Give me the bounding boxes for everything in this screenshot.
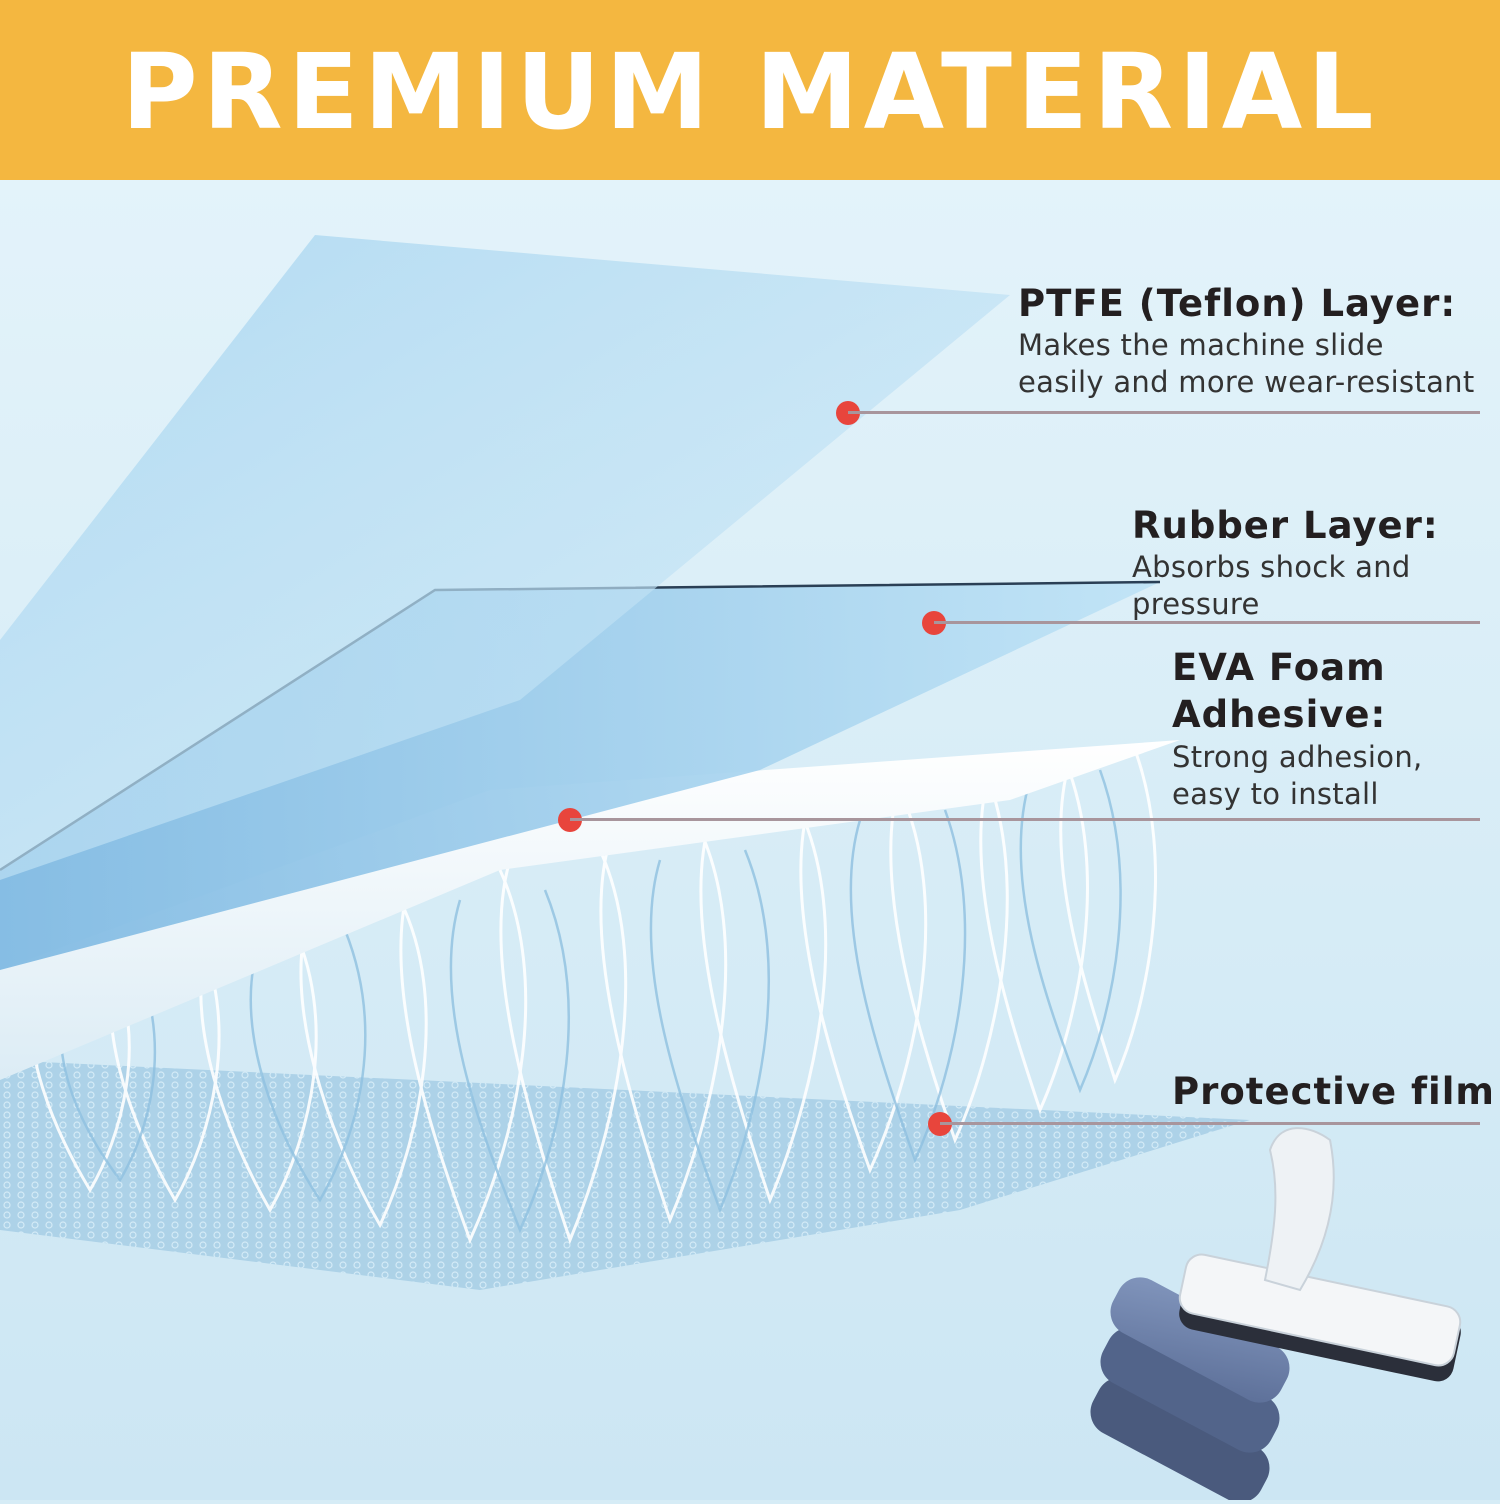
label-eva-foam-adhesive: EVA Foam Adhesive: Strong adhesion, easy… bbox=[1172, 644, 1423, 813]
banner-title: PREMIUM MATERIAL bbox=[121, 31, 1379, 153]
layers-illustration bbox=[0, 180, 1500, 1503]
eva-foam-title-line-2: Adhesive: bbox=[1172, 693, 1387, 737]
ptfe-layer-sheet bbox=[0, 235, 1010, 880]
eva-foam-title-line-1: EVA Foam bbox=[1172, 646, 1386, 689]
protective-film-strip bbox=[1178, 1253, 1462, 1367]
rubber-layer-desc-line-2: pressure bbox=[1132, 587, 1260, 622]
pad-stack-middle bbox=[1100, 1327, 1280, 1453]
ptfe-layer-desc-line-1: Makes the machine slide bbox=[1018, 328, 1384, 363]
rubber-layer-leader-line bbox=[934, 621, 1480, 624]
eva-foam-desc-line-2: easy to install bbox=[1172, 776, 1379, 811]
ptfe-layer-leader-line bbox=[848, 411, 1480, 414]
protective-film-title: Protective film bbox=[1172, 1070, 1495, 1113]
eva-foam-leader-line bbox=[570, 818, 1480, 821]
furniture-slider-pads bbox=[1090, 1127, 1462, 1503]
material-illustration: PTFE (Teflon) Layer: Makes the machine s… bbox=[0, 180, 1500, 1503]
pad-stack-bottom bbox=[1090, 1377, 1270, 1503]
ptfe-layer-title: PTFE (Teflon) Layer: bbox=[1018, 282, 1457, 325]
pad-front bbox=[1110, 1277, 1290, 1403]
peeled-film-flap bbox=[1263, 1127, 1335, 1292]
rubber-layer-desc-line-1: Absorbs shock and bbox=[1132, 550, 1411, 585]
header-banner: PREMIUM MATERIAL bbox=[0, 0, 1500, 180]
label-ptfe-layer: PTFE (Teflon) Layer: Makes the machine s… bbox=[1018, 280, 1475, 402]
protective-film-leader-line bbox=[940, 1122, 1480, 1125]
rubber-layer-sheet bbox=[0, 582, 1160, 970]
eva-foam-desc-line-1: Strong adhesion, bbox=[1172, 739, 1423, 774]
label-protective-film: Protective film bbox=[1172, 1068, 1495, 1115]
ptfe-layer-desc-line-2: easily and more wear-resistant bbox=[1018, 365, 1475, 400]
label-rubber-layer: Rubber Layer: Absorbs shock and pressure bbox=[1132, 502, 1439, 624]
rubber-layer-title: Rubber Layer: bbox=[1132, 504, 1439, 547]
